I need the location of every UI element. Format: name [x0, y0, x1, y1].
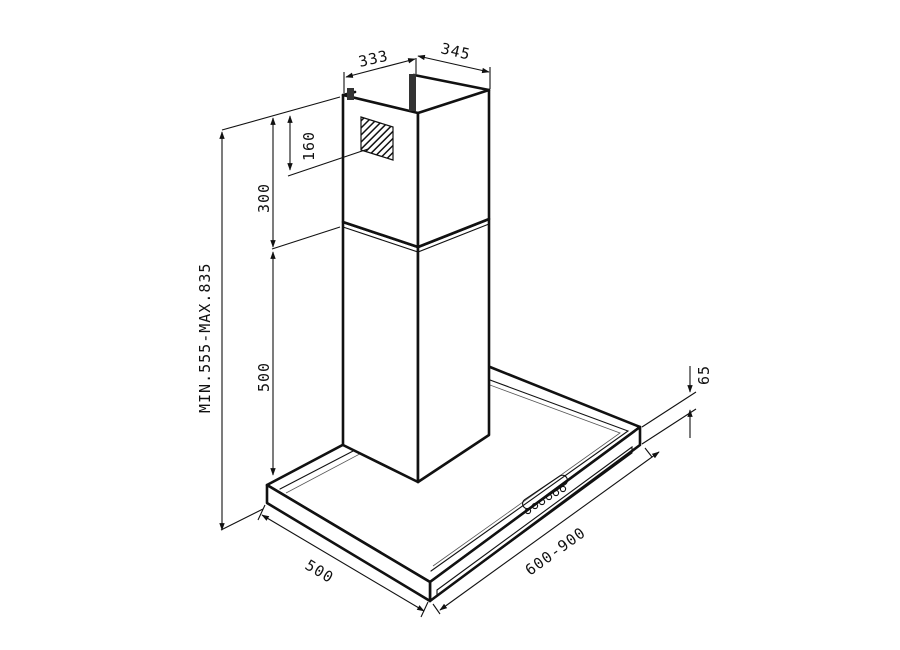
- label-total-height: MIN.555-MAX.835: [196, 263, 214, 413]
- chimney-top-back-2: [412, 73, 491, 92]
- chimney-lower-right: [416, 217, 491, 484]
- label-canopy-height: 65: [695, 365, 713, 385]
- telescopic-joint: [342, 223, 490, 253]
- label-upper-section: 300: [255, 183, 273, 213]
- dim-line-500-depth: [261, 514, 425, 612]
- chimney-upper-right: [416, 88, 491, 249]
- dim-line-600-900: [439, 451, 660, 611]
- label-hood-width: 600-900: [522, 523, 589, 579]
- dim-line-345: [417, 54, 490, 74]
- label-outlet-offset: 160: [300, 131, 318, 161]
- dimension-lines: [219, 54, 697, 618]
- chimney: [341, 73, 491, 484]
- label-chimney-width: 345: [439, 39, 472, 63]
- dim-line-333: [345, 58, 416, 78]
- wall-bracket-right: [409, 74, 416, 111]
- wall-bracket-left: [347, 88, 354, 100]
- air-outlet-grille-icon: [360, 116, 394, 161]
- label-hood-depth: 500: [302, 556, 337, 587]
- label-lower-section: 500: [255, 362, 273, 392]
- chimney-lower-left: [341, 220, 420, 484]
- chimney-upper-left: [341, 93, 420, 249]
